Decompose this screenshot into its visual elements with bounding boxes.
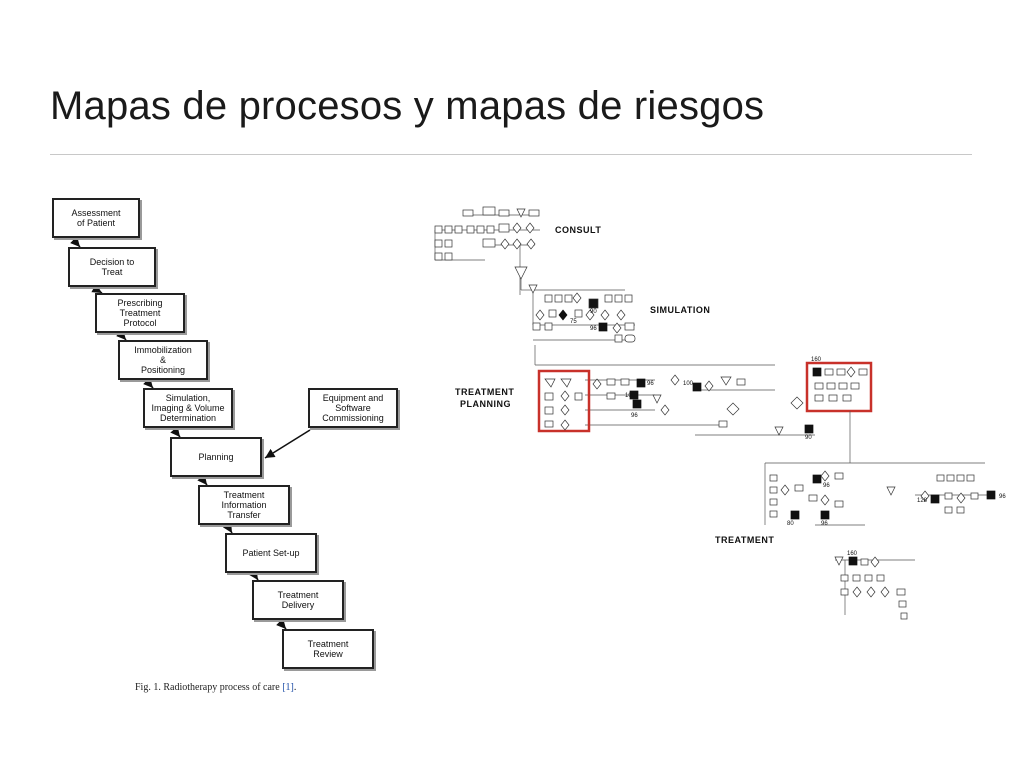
score-96-treat-b: 96 xyxy=(821,521,828,527)
step-immobilization-positioning: Immobilization & Positioning xyxy=(118,340,208,380)
title-divider xyxy=(50,154,972,155)
score-100-plan: 100 xyxy=(625,393,636,399)
flowchart-arrows xyxy=(70,236,311,630)
label-consult: CONSULT xyxy=(555,225,601,235)
label-treatment: TREATMENT xyxy=(715,535,774,545)
score-160-bottom: 160 xyxy=(847,551,858,557)
process-of-care-flowchart: Assessment of Patient Decision to Treat … xyxy=(0,0,420,700)
label-treatment-planning-1: TREATMENT xyxy=(455,387,514,397)
label-treatment-planning-2: PLANNING xyxy=(460,399,511,409)
consult-cluster: CONSULT xyxy=(434,206,601,295)
step-planning: Planning xyxy=(170,437,262,477)
figure-caption: Fig. 1. Radiotherapy process of care [1]… xyxy=(135,682,297,693)
score-128: 128 xyxy=(917,498,928,504)
highlight-planning-box xyxy=(537,369,591,433)
highlight-risk-box xyxy=(805,361,873,413)
step-prescribing-treatment-protocol: Prescribing Treatment Protocol xyxy=(95,293,185,333)
risk-map-svg: CONSULT xyxy=(434,206,1006,620)
simulation-cluster: 90 75 96 SIMULATION xyxy=(528,284,710,343)
commissioning-arrow xyxy=(264,429,311,459)
risk-map-diagram: CONSULT xyxy=(425,195,1015,635)
page-title: Mapas de procesos y mapas de riesgos xyxy=(50,84,765,128)
step-equipment-software-commissioning: Equipment and Software Commissioning xyxy=(308,388,398,428)
step-simulation-imaging: Simulation, Imaging & Volume Determinati… xyxy=(143,388,233,428)
score-96-plan-a: 96 xyxy=(647,381,654,387)
score-90-sim: 90 xyxy=(590,309,597,315)
score-96-sim: 96 xyxy=(590,326,597,332)
score-100-mid: 100 xyxy=(683,381,694,387)
label-simulation: SIMULATION xyxy=(650,305,710,315)
score-80: 80 xyxy=(787,521,794,527)
step-patient-set-up: Patient Set-up xyxy=(225,533,317,573)
score-90-plan: 90 xyxy=(805,435,812,441)
treatment-planning-cluster: TREATMENT PLANNING xyxy=(455,345,873,441)
score-96-plan-b: 96 xyxy=(631,413,638,419)
step-treatment-delivery: Treatment Delivery xyxy=(252,580,344,620)
score-75: 75 xyxy=(570,319,577,325)
step-decision-to-treat: Decision to Treat xyxy=(68,247,156,287)
step-treatment-information-transfer: Treatment Information Transfer xyxy=(198,485,290,525)
score-96-treat-a: 96 xyxy=(823,483,830,489)
score-160-top: 160 xyxy=(811,357,822,363)
treatment-cluster: 96 80 96 128 96 TREATMENT 160 xyxy=(715,411,1006,620)
step-assessment-of-patient: Assessment of Patient xyxy=(52,198,140,238)
score-96-treat-c: 96 xyxy=(999,494,1006,500)
flow-arrow xyxy=(70,236,81,248)
step-treatment-review: Treatment Review xyxy=(282,629,374,669)
